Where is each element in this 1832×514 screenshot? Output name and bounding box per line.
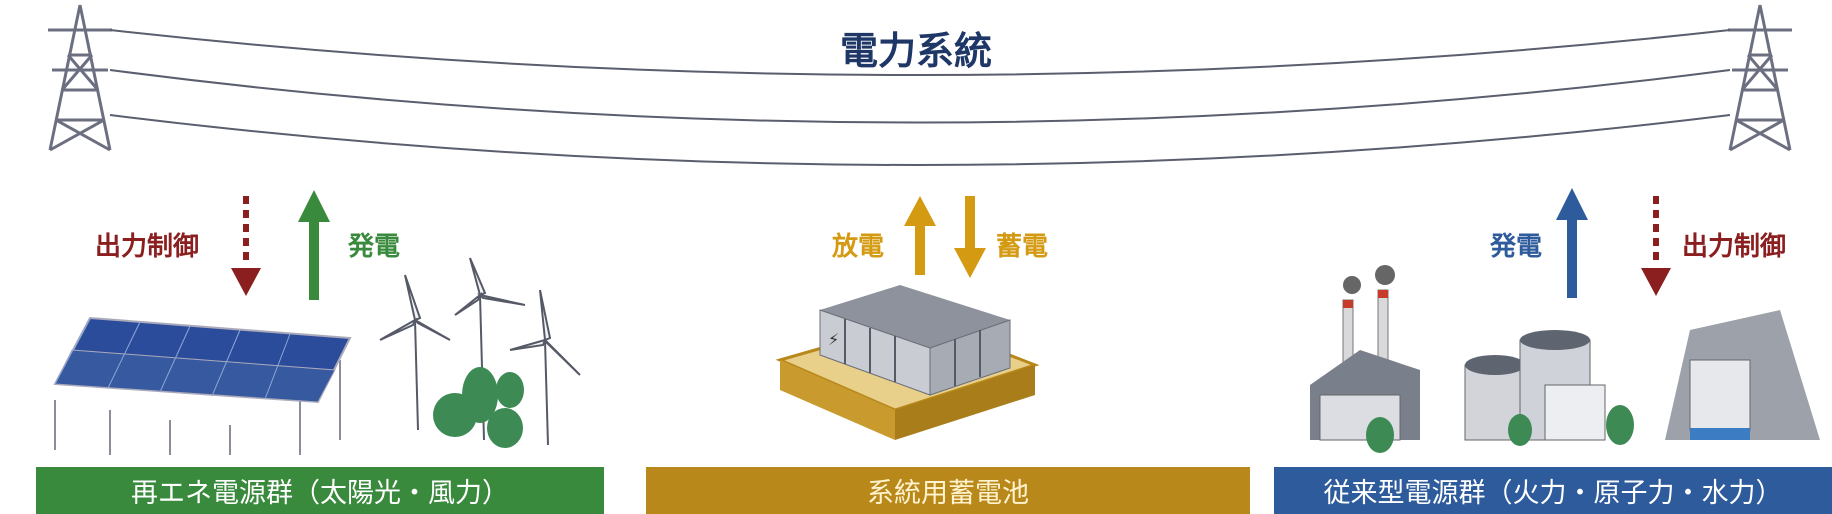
solar-panel-icon	[53, 316, 352, 455]
power-lines	[109, 29, 1731, 166]
renewable-sources-footer: 再エネ電源群（太陽光・風力）	[36, 467, 604, 514]
conventional-sources-footer: 従来型電源群（火力・原子力・水力）	[1274, 467, 1832, 514]
charge-arrow-icon	[954, 196, 986, 278]
discharge-arrow-icon	[904, 196, 936, 275]
wind-turbine-icon	[379, 257, 581, 446]
transmission-tower-left-icon	[48, 4, 112, 152]
trees-icon	[433, 367, 524, 448]
transmission-tower-right-icon	[1728, 4, 1792, 152]
page-title: 電力系統	[839, 29, 992, 73]
charge-label: 蓄電	[996, 232, 1049, 262]
generate-label-right: 発電	[1490, 232, 1543, 262]
curtail-label-left: 出力制御	[95, 232, 200, 262]
curtail-label-right: 出力制御	[1682, 232, 1787, 262]
battery-storage-icon: ⚡	[775, 285, 1040, 440]
generate-label-left: 発電	[348, 232, 401, 262]
svg-text:⚡: ⚡	[828, 330, 839, 349]
power-plants-icon	[1310, 265, 1820, 453]
grid-battery-footer: 系統用蓄電池	[646, 467, 1250, 514]
generate-arrow-left-icon	[298, 190, 330, 300]
generate-arrow-right-icon	[1556, 188, 1588, 298]
curtail-arrow-left-icon	[231, 196, 261, 296]
discharge-label: 放電	[832, 232, 885, 262]
curtail-arrow-right-icon	[1641, 196, 1671, 296]
